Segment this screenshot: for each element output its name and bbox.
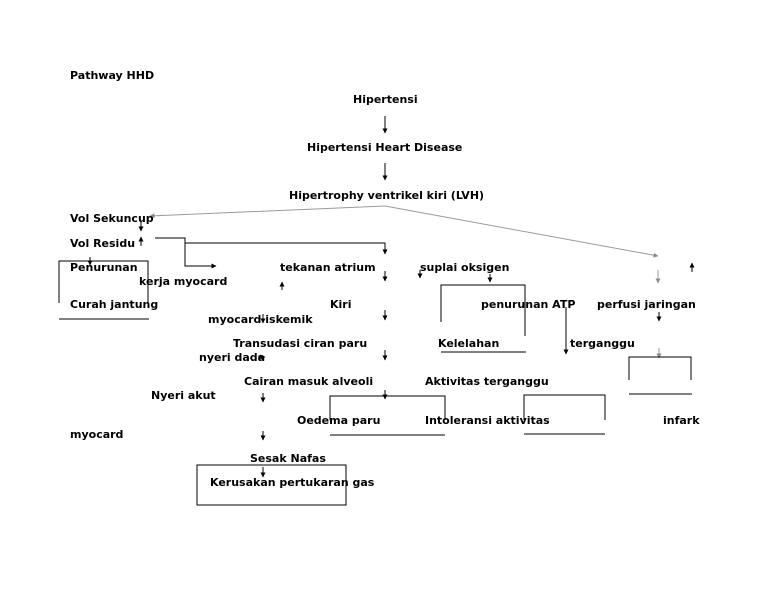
connector-residu-kerja [184,243,217,269]
node-vol-residu: Vol Residu [70,237,136,250]
box-curah-jantung [58,260,149,303]
node-perfusi-jaringan: perfusi jaringan [597,298,696,311]
node-oedema-paru: Oedema paru [297,414,381,427]
box-kerusakan [196,464,347,506]
node-intoleransi-aktivitas: Intoleransi aktivitas [425,414,550,427]
node-penurunan: Penurunan [70,261,138,274]
bracket-intoleransi [523,394,606,420]
node-hhd: Hipertensi Heart Disease [307,141,463,154]
node-lvh: Hipertrophy ventrikel kiri (LVH) [289,189,485,202]
node-suplai-oksigen: suplai oksigen [420,261,510,274]
page-title: Pathway HHD [70,69,155,82]
node-infark: infark [663,414,700,427]
node-transudasi: Transudasi ciran paru [233,337,368,350]
node-terganggu: terganggu [570,337,635,350]
node-kerusakan-pertukaran-gas: Kerusakan pertukaran gas [210,476,375,489]
node-aktivitas-terganggu: Aktivitas terganggu [425,375,549,388]
node-cairan-alveoli: Cairan masuk alveoli [244,375,374,388]
node-sesak-nafas: Sesak Nafas [250,452,326,465]
node-kiri: Kiri [330,298,352,311]
connector-residu-top [155,237,388,255]
node-myocard-iskemik: myocard iskemik [208,313,313,326]
node-penurunan-atp: penurunan ATP [481,298,576,311]
bracket-infark [628,356,692,380]
node-nyeri-dada: nyeri dada [199,351,266,364]
node-vol-sekuncup: Vol Sekuncup [70,212,154,225]
bracket-oedema [329,395,446,420]
node-myocard: myocard [70,428,124,441]
node-curah-jantung: Curah jantung [70,298,159,311]
node-hipertensi: Hipertensi [353,93,418,106]
node-kelelahan: Kelelahan [438,337,500,350]
node-kerja-myocard: kerja myocard [139,275,228,288]
branch-lvh-left [149,205,386,219]
node-tekanan-atrium: tekanan atrium [280,261,376,274]
bracket-kelelahan [440,284,526,336]
branch-lvh-right [384,205,659,258]
node-nyeri-akut: Nyeri akut [151,389,216,402]
